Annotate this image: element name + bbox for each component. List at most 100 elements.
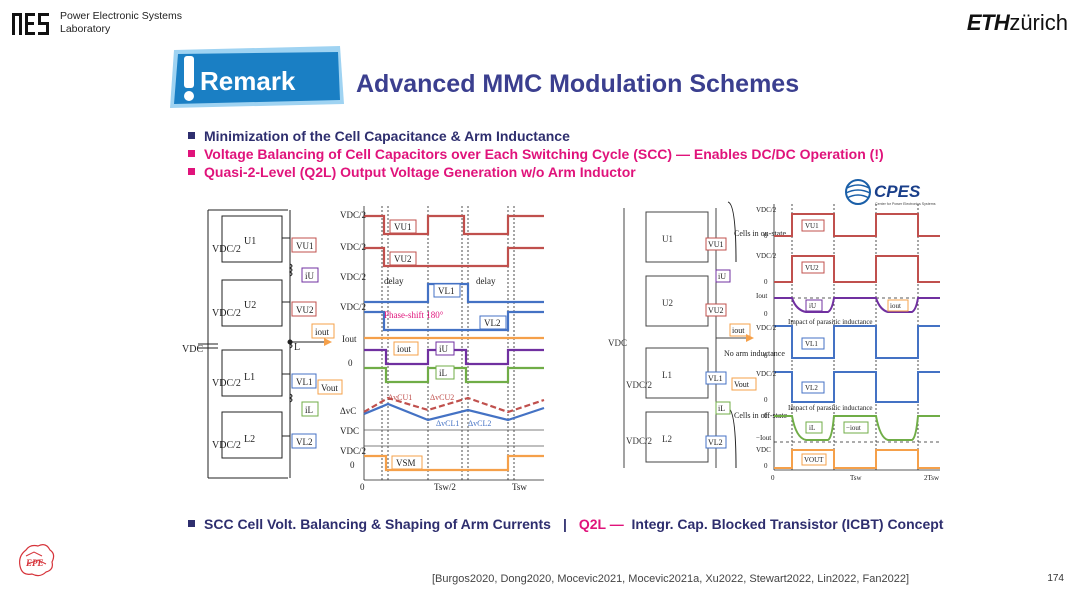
left-wave-row3: VDC/2 xyxy=(340,302,366,312)
left-wave-row2: VDC/2 xyxy=(340,272,366,282)
left-wave-vl2: VL2 xyxy=(484,318,501,328)
right-wave-impact1: Impact of parasitic inductance xyxy=(788,318,873,326)
left-label-vu1: VU1 xyxy=(296,241,314,251)
left-wave-xtick2: Tsw xyxy=(512,482,527,490)
right-cell-u2: U2 xyxy=(662,298,673,308)
right-wave-vu2: VU2 xyxy=(805,264,819,272)
right-waveforms: VDC/2 0 VDC/2 0 Iout 0 VDC/2 0 VDC/2 0 0… xyxy=(756,204,940,482)
eth-logo-rest: zürich xyxy=(1009,10,1068,35)
right-annot-noarm: No arm inductance xyxy=(724,349,785,358)
left-cell-l2: L2 xyxy=(244,434,255,445)
left-wave-vu1: VU1 xyxy=(394,222,412,232)
right-annot-on: Cells in on-state xyxy=(734,229,786,238)
right-wave-row1: 0 xyxy=(764,232,768,240)
right-annot-off: Cells in off-state xyxy=(734,411,788,420)
left-label-vu2: VU2 xyxy=(296,305,314,315)
right-wave-row3: 0 xyxy=(764,278,768,286)
lab-name-line1: Power Electronic Systems xyxy=(60,10,182,22)
right-vdc2-l1: VDC/2 xyxy=(626,380,652,390)
left-vdc2-l1: VDC/2 xyxy=(212,378,241,389)
eth-logo: ETHzürich xyxy=(967,10,1068,36)
left-wave-vu2: VU2 xyxy=(394,254,412,264)
references: [Burgos2020, Dong2020, Mocevic2021, Moce… xyxy=(432,573,909,585)
bullet-square-icon xyxy=(188,168,195,175)
right-label-vl1: VL1 xyxy=(708,374,723,383)
left-wave-delay1: delay xyxy=(384,276,404,286)
left-figure: U1 U2 L1 L2 VDC VDC/2 VDC/2 VDC/2 VDC/2 … xyxy=(182,206,545,490)
left-label-iu: iU xyxy=(305,271,315,281)
left-vdc-label: VDC xyxy=(182,344,203,355)
left-iout-arrow-icon xyxy=(324,338,332,346)
left-wave-xtick1: Tsw/2 xyxy=(434,482,456,490)
right-cell-l2: L2 xyxy=(662,434,672,444)
left-circuit xyxy=(198,209,328,479)
right-vdc2-l2: VDC/2 xyxy=(626,436,652,446)
left-wave-row0: VDC/2 xyxy=(340,210,366,220)
remark-label: Remark xyxy=(200,66,296,96)
left-wave-row9: 0 xyxy=(350,460,355,470)
right-wave-xtick0: 0 xyxy=(771,474,775,482)
left-cell-l1: L1 xyxy=(244,372,255,383)
left-wave-vl1: VL1 xyxy=(438,286,455,296)
right-wave-row6: VDC/2 xyxy=(756,324,777,332)
left-cell-u1: U1 xyxy=(244,236,256,247)
left-wave-row7: VDC xyxy=(340,426,359,436)
cpes-logo-text: CPES xyxy=(874,182,921,201)
right-cell-u1: U1 xyxy=(662,234,673,244)
left-wave-dvcu1: ΔvCU1 xyxy=(388,393,412,402)
bullet-2: Voltage Balancing of Cell Capacitors ove… xyxy=(188,146,884,162)
bullet-square-icon xyxy=(188,150,195,157)
page-number: 174 xyxy=(1047,573,1064,584)
left-wave-vsm: VSM xyxy=(396,458,416,468)
right-vdc-label: VDC xyxy=(608,338,627,348)
left-cell-u2: U2 xyxy=(244,300,256,311)
left-waveforms: VDC/2 VDC/2 VDC/2 VDC/2 Iout 0 ΔvC VDC V… xyxy=(340,206,545,490)
right-label-iout: iout xyxy=(732,326,745,335)
right-wave-vl1: VL1 xyxy=(805,340,818,348)
left-wave-phase-shift: Phase-shift 180° xyxy=(384,310,444,320)
left-wave-dvcu2: ΔvCU2 xyxy=(430,393,454,402)
left-wave-dvcl1: ΔvCL1 xyxy=(436,419,459,428)
bullet-3-text: Quasi-2-Level (Q2L) Output Voltage Gener… xyxy=(204,164,636,180)
right-wave-vl2: VL2 xyxy=(805,384,818,392)
right-wave-row2: VDC/2 xyxy=(756,252,777,260)
bullet-3: Quasi-2-Level (Q2L) Output Voltage Gener… xyxy=(188,164,636,180)
right-wave-row0: VDC/2 xyxy=(756,206,777,214)
right-label-vl2: VL2 xyxy=(708,438,723,447)
right-wave-il: iL xyxy=(809,424,815,432)
right-wave-row8: VDC/2 xyxy=(756,370,777,378)
bullet-square-icon xyxy=(188,132,195,139)
right-wave-iu: iU xyxy=(809,302,816,310)
bottom-separator: | xyxy=(562,516,567,532)
eth-logo-bold: ETH xyxy=(966,10,1010,35)
right-wave-vu1: VU1 xyxy=(805,222,819,230)
left-wave-row5: 0 xyxy=(348,358,353,368)
left-label-vl1: VL1 xyxy=(296,377,313,387)
right-wave-iout: iout xyxy=(890,302,901,310)
left-wave-row1: VDC/2 xyxy=(340,242,366,252)
bullet-square-icon xyxy=(188,520,195,527)
epe-logo-text: EPE xyxy=(25,558,44,568)
right-figure: U1 U2 L1 L2 VDC VDC/2 VDC/2 VU1 iU VU2 i… xyxy=(608,201,940,482)
right-label-iu: iU xyxy=(718,272,726,281)
lab-name-line2: Laboratory xyxy=(60,22,111,35)
left-wave-row8: VDC/2 xyxy=(340,446,366,456)
left-wave-row6: ΔvC xyxy=(340,406,356,416)
left-wave-delay2: delay xyxy=(476,276,496,286)
left-label-il: iL xyxy=(305,405,313,415)
left-wave-dvcl2: ΔvCL2 xyxy=(468,419,491,428)
bullet-1-text: Minimization of the Cell Capacitance & A… xyxy=(204,128,570,144)
right-wave-xtick1: Tsw xyxy=(850,474,863,482)
right-circuit xyxy=(623,201,746,469)
right-wave-row7: 0 xyxy=(764,352,768,360)
left-vdc2-u1: VDC/2 xyxy=(212,244,241,255)
bottom-part3: Integr. Cap. Blocked Transistor (ICBT) C… xyxy=(631,516,944,532)
bottom-part1: SCC Cell Volt. Balancing & Shaping of Ar… xyxy=(204,516,551,532)
left-vdc2-u2: VDC/2 xyxy=(212,308,241,319)
left-wave-il: iL xyxy=(439,368,447,378)
right-wave-row9: 0 xyxy=(764,396,768,404)
bullet-2-text: Voltage Balancing of Cell Capacitors ove… xyxy=(204,146,884,162)
left-label-iout: iout xyxy=(315,327,330,337)
left-wave-iout: iout xyxy=(397,344,412,354)
right-wave-vout: VOUT xyxy=(804,456,824,464)
